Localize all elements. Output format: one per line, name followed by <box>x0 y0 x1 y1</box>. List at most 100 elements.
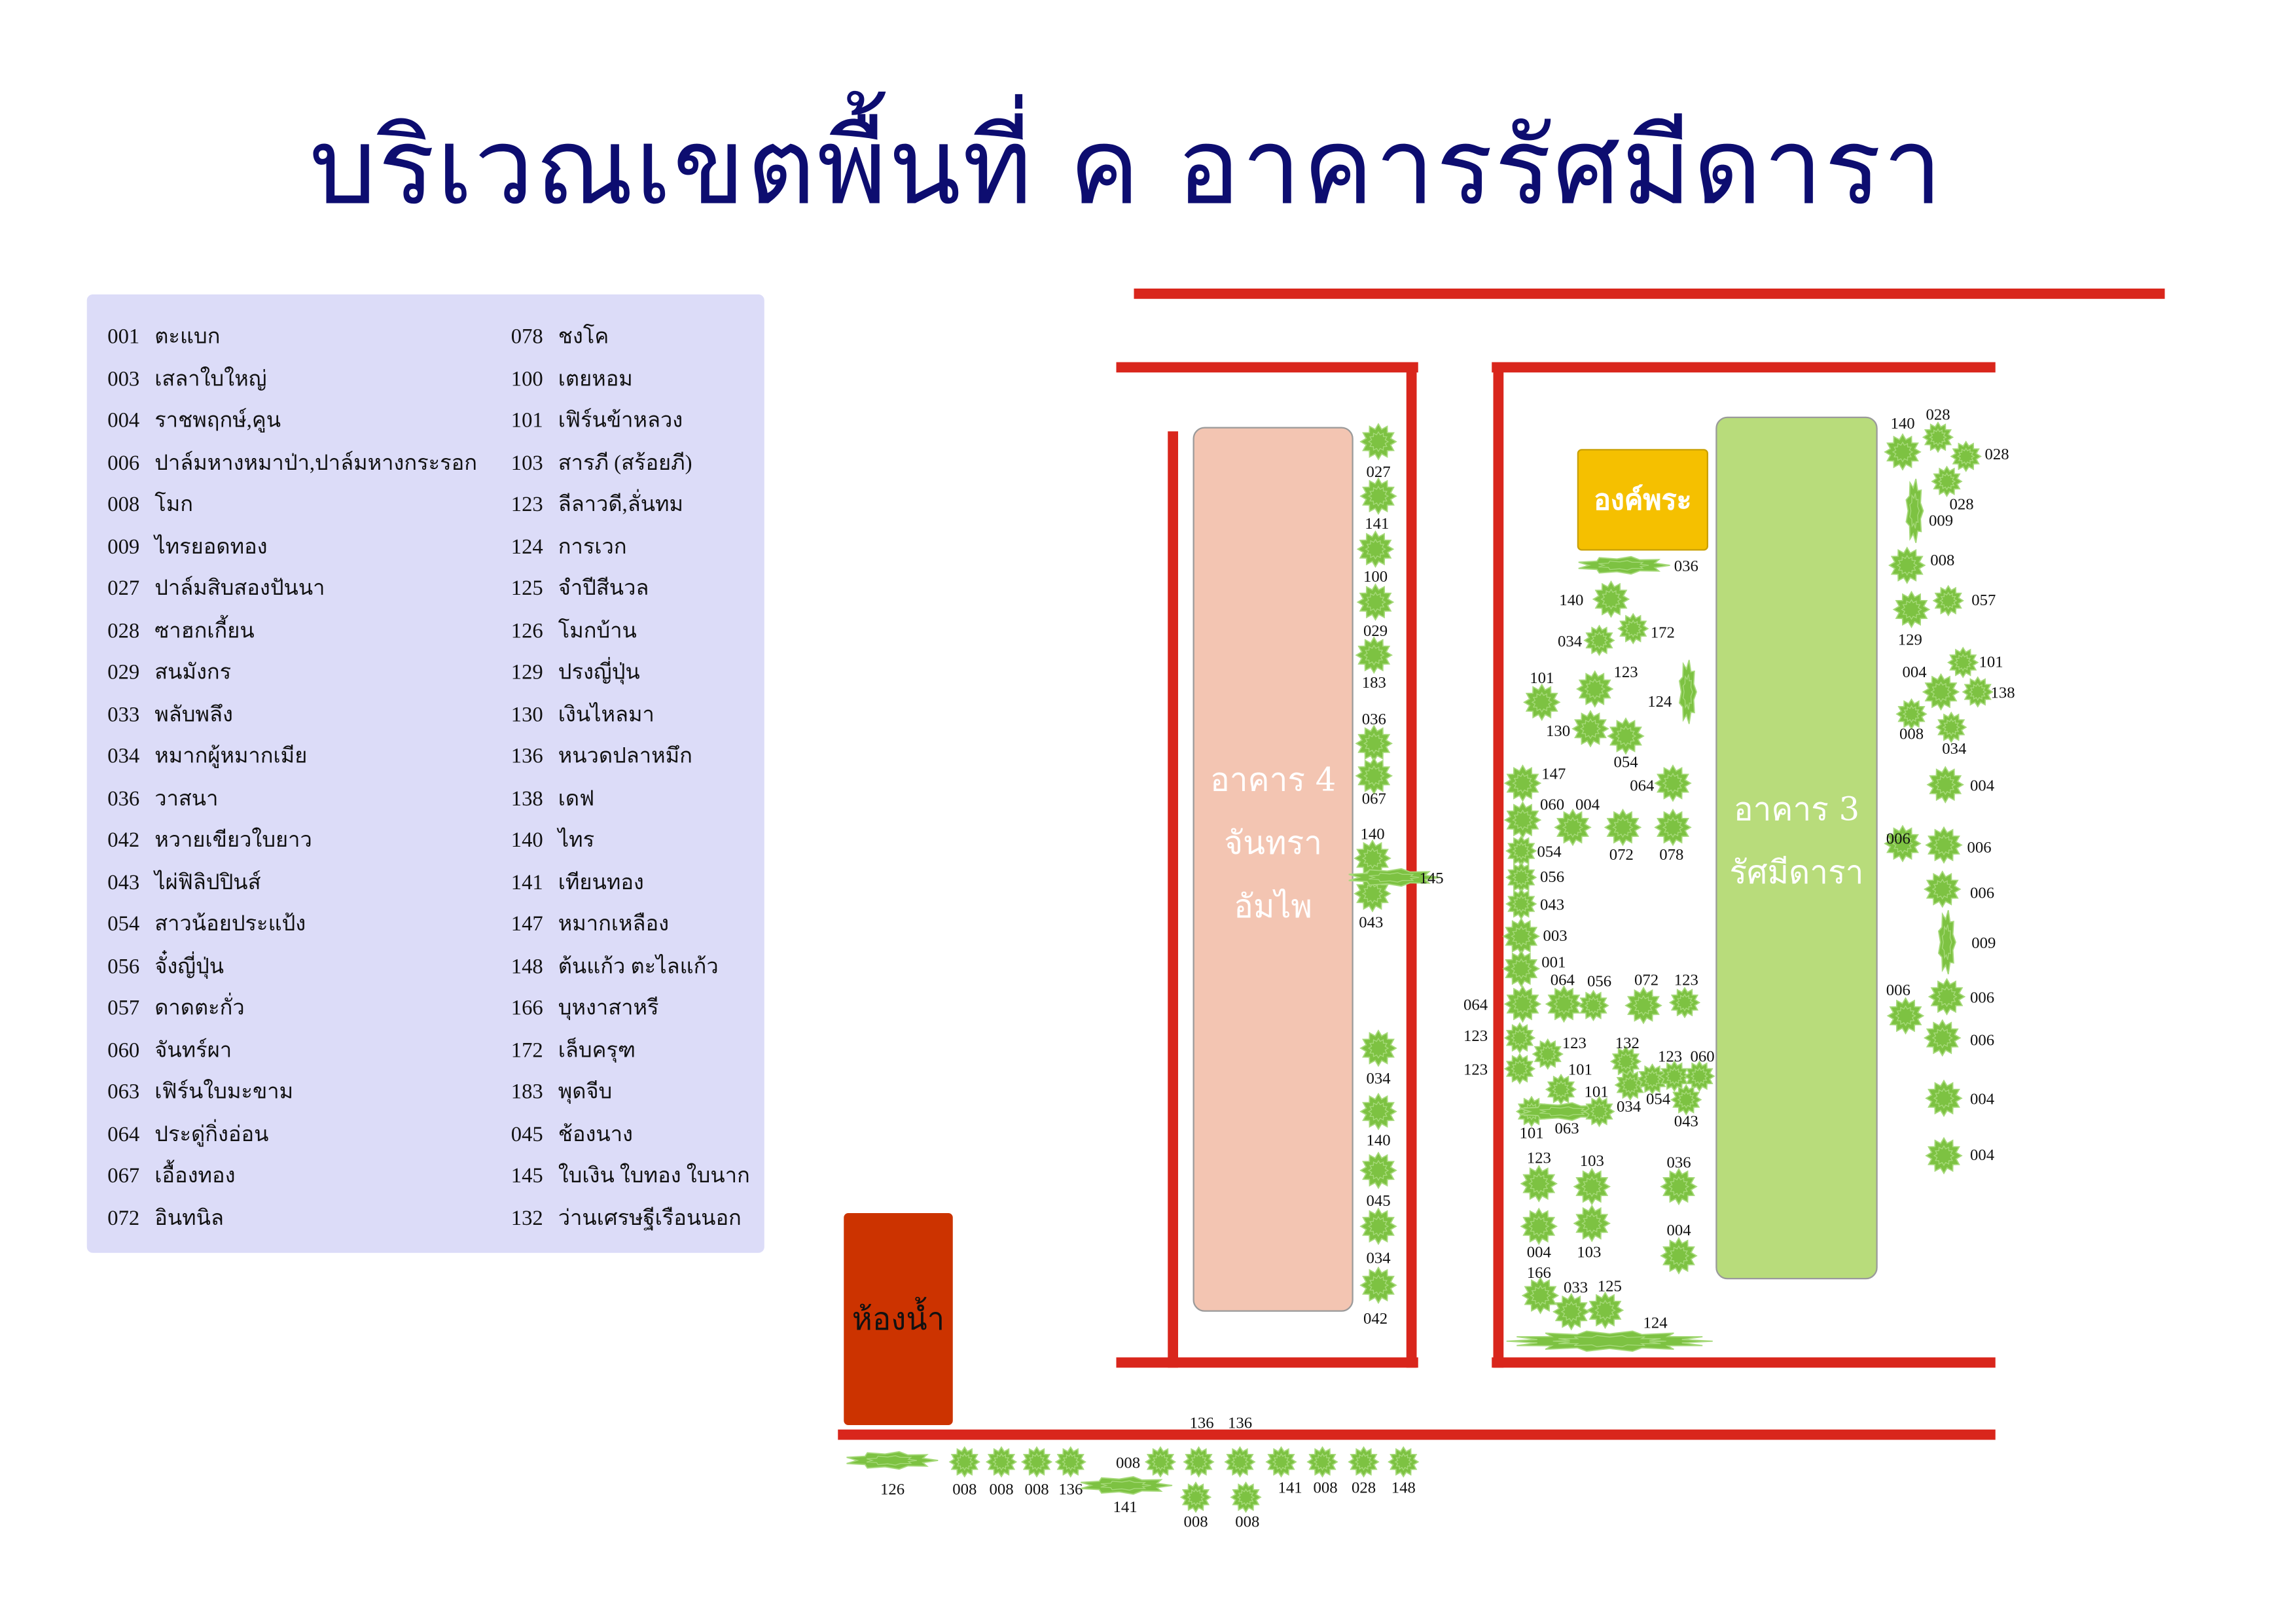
legend-plant-name: การเวก <box>558 535 627 559</box>
tree-icon <box>1947 646 1979 679</box>
plant-code-label: 033 <box>1563 1279 1588 1297</box>
plant-code-label: 004 <box>1526 1244 1551 1262</box>
tree-icon <box>1922 421 1954 453</box>
tree-icon <box>1614 1069 1646 1101</box>
legend-plant-name: เทียนทอง <box>558 870 644 894</box>
tree-icon <box>1575 670 1614 708</box>
tree-icon <box>1144 1446 1177 1478</box>
legend-plant-name: หนวดปลาหมึก <box>558 745 692 769</box>
legend-code: 008 <box>107 493 140 517</box>
plant-code-label: 036 <box>1666 1154 1691 1172</box>
plant-code-label: 028 <box>1926 406 1950 424</box>
wall-b3-bottom <box>1492 1357 1996 1368</box>
shrub-icon <box>1578 556 1670 575</box>
plant-code-label: 141 <box>1278 1479 1302 1498</box>
tree-icon <box>1503 985 1542 1023</box>
legend-plant-name: โมกบ้าน <box>558 619 637 643</box>
legend-plant-name: เดฟ <box>558 786 595 811</box>
tree-icon <box>1636 1063 1668 1095</box>
tree-icon <box>1577 989 1609 1021</box>
tree-icon <box>1554 808 1592 847</box>
tree-icon <box>1592 580 1630 618</box>
plant-code-label: 045 <box>1366 1192 1391 1210</box>
legend-code: 033 <box>107 703 140 727</box>
legend-code: 060 <box>107 1038 140 1063</box>
legend-plant-name: ใบเงิน ใบทอง ใบนาก <box>558 1164 750 1188</box>
plant-code-label: 141 <box>1113 1498 1138 1517</box>
plant-code-label: 129 <box>1897 631 1922 650</box>
tree-icon <box>1502 949 1541 988</box>
tree-icon <box>1923 870 1962 908</box>
legend-code: 130 <box>511 703 543 727</box>
legend-plant-name: ซาฮกเกี้ยน <box>154 619 255 643</box>
plant-code-label: 064 <box>1463 997 1488 1015</box>
tree-icon <box>1054 1446 1086 1478</box>
tree-icon <box>1660 1167 1698 1206</box>
tree-icon <box>1503 764 1542 802</box>
plant-code-label: 034 <box>1942 740 1967 758</box>
legend-code: 042 <box>107 828 140 853</box>
tree-icon <box>1359 477 1397 516</box>
plant-code-label: 125 <box>1597 1278 1622 1296</box>
tree-icon <box>1925 1079 1963 1118</box>
plant-code-label: 006 <box>1967 839 1992 857</box>
plant-code-label: 136 <box>1189 1415 1214 1433</box>
legend-code: 103 <box>511 451 543 475</box>
legend-code: 056 <box>107 955 140 979</box>
wall-b4-right <box>1406 362 1417 1368</box>
plant-code-label: 123 <box>1463 1027 1488 1046</box>
shrub-icon <box>1937 909 1956 975</box>
shrub-icon <box>1348 868 1441 887</box>
tree-icon <box>1224 1446 1256 1478</box>
page-title: บริเวณเขตพื้นที่ ค อาคารรัศมีดารา <box>309 104 1944 228</box>
plant-code-label: 124 <box>1647 693 1672 711</box>
legend-code: 138 <box>511 786 543 811</box>
tree-icon <box>1884 432 1922 471</box>
shrine[interactable]: องค์พระ <box>1577 449 1708 551</box>
shrub-icon <box>846 1451 939 1470</box>
legend-plant-name: ดาดตะกั่ว <box>154 997 245 1021</box>
tree-icon <box>1607 717 1645 755</box>
plant-code-label: 043 <box>1539 896 1565 915</box>
legend-code: 132 <box>511 1206 543 1230</box>
legend-plant-name: ปรงญี่ปุ่น <box>558 661 640 685</box>
plant-code-label: 004 <box>1666 1222 1691 1240</box>
plant-code-label: 067 <box>1361 790 1386 809</box>
legend-plant-name: เอื้องทอง <box>154 1164 236 1188</box>
legend-plant-name: จันทร์ผา <box>154 1038 232 1063</box>
wall-b4-left <box>1168 431 1178 1368</box>
legend-code: 064 <box>107 1122 140 1146</box>
tree-icon <box>1624 986 1662 1025</box>
tree-icon <box>1654 808 1692 847</box>
legend-plant-name: โมก <box>154 493 194 517</box>
building-4[interactable]: อาคาร 4 จันทรา อัมไพ <box>1193 427 1354 1312</box>
legend-plant-name: สารภี (สร้อยภี) <box>558 451 692 475</box>
building-3[interactable]: อาคาร 3 รัศมีดารา <box>1715 416 1878 1280</box>
legend-code: 028 <box>107 619 140 643</box>
building-4-name: จันทรา <box>1224 826 1323 863</box>
tree-icon <box>1359 1029 1397 1067</box>
tree-icon <box>1962 676 1994 708</box>
wall-bottom <box>838 1429 1996 1440</box>
shrub-icon <box>1506 1330 1713 1352</box>
restroom[interactable]: ห้องน้ำ <box>844 1213 953 1425</box>
legend-code: 141 <box>511 870 543 894</box>
legend-code: 063 <box>107 1080 140 1104</box>
legend-code: 125 <box>511 577 543 601</box>
legend-code: 027 <box>107 577 140 601</box>
plant-code-label: 136 <box>1058 1481 1083 1499</box>
legend-plant-name: ช้องนาง <box>558 1122 633 1146</box>
legend-code: 140 <box>511 828 543 853</box>
tree-icon <box>1545 985 1583 1023</box>
plant-code-label: 140 <box>1360 826 1385 844</box>
